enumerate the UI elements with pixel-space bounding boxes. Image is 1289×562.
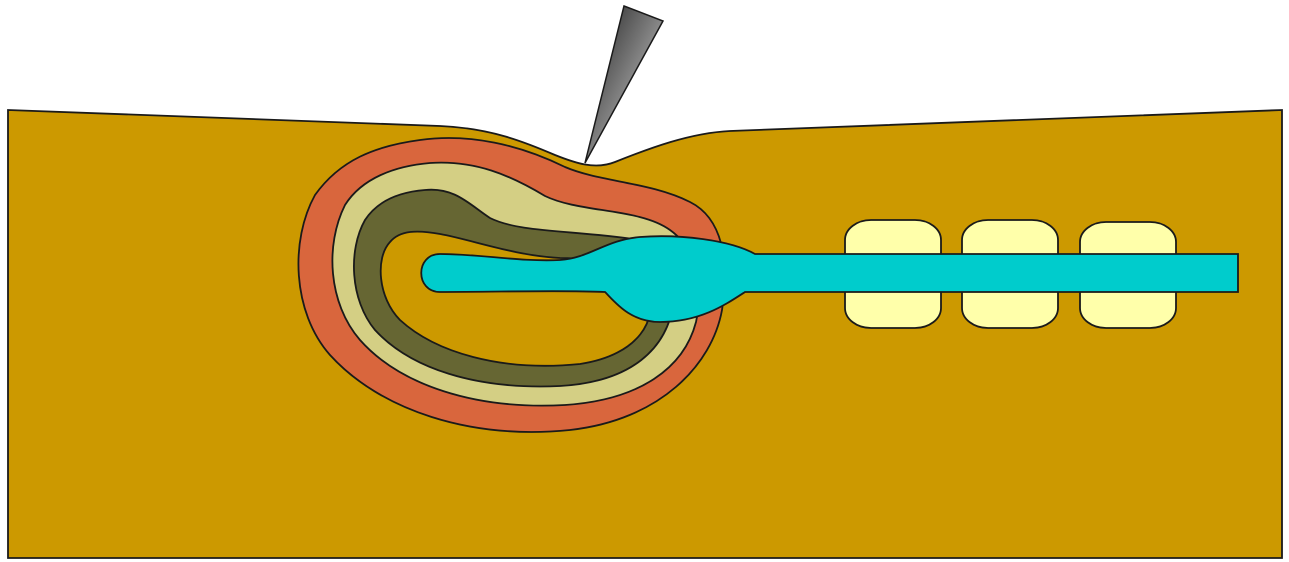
diagram-canvas bbox=[0, 0, 1289, 562]
